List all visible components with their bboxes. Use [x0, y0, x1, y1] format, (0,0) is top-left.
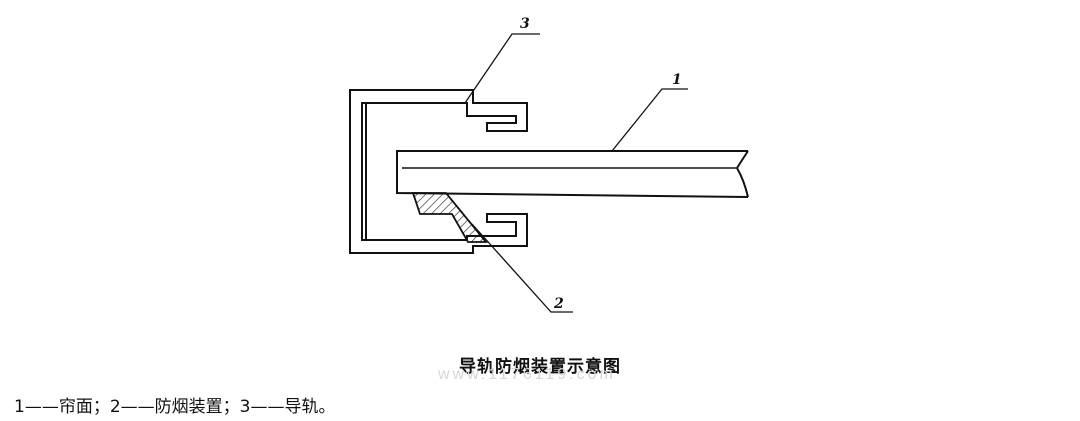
- curtain-slab: [396, 150, 749, 198]
- callout-label-2: 2: [553, 296, 564, 312]
- smoke-seal-shape: [411, 192, 488, 243]
- callout-label-1: 1: [672, 72, 682, 88]
- leader-line-2: [471, 223, 573, 313]
- curtain-break-end: [735, 150, 749, 198]
- smoke-seal: [411, 192, 488, 243]
- guide-rail-outer: [349, 89, 528, 254]
- leader-lines: [464, 33, 688, 313]
- leader-line-3: [464, 33, 540, 104]
- watermark-text: www.1176119.com: [438, 366, 616, 383]
- guide-rail: [349, 89, 528, 254]
- leader-line-1: [611, 88, 688, 152]
- callout-label-3: 3: [520, 16, 530, 32]
- curtain-outline: [396, 150, 749, 198]
- figure-title: 导轨防烟装置示意图: [459, 357, 621, 377]
- figure-legend: 1——帘面；2——防烟装置；3——导轨。: [14, 397, 336, 417]
